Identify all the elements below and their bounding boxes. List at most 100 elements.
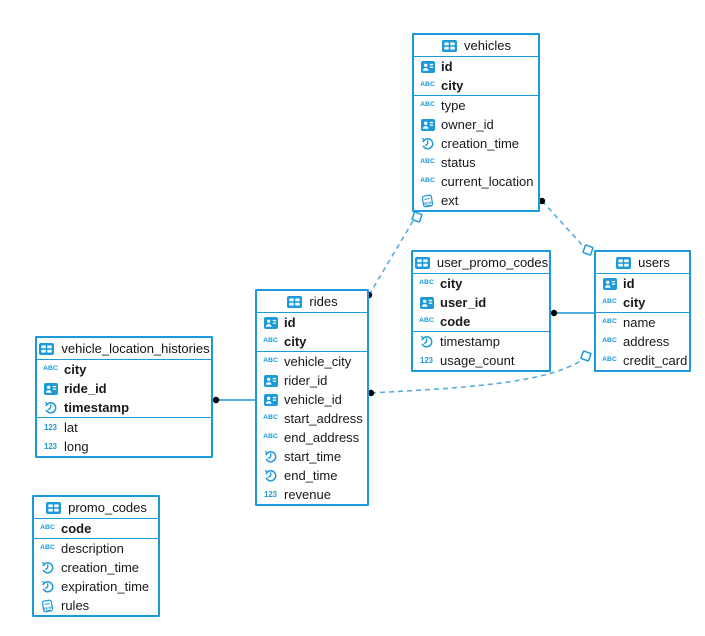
relation-user_promo_codes-to-users — [550, 309, 595, 317]
column-row-start_time[interactable]: start_time — [257, 447, 367, 466]
abc-text-icon: ABC — [602, 356, 617, 364]
json-icon: JSON — [419, 194, 436, 208]
column-row-creation_time[interactable]: creation_time — [414, 134, 538, 153]
123-number-icon: 123 — [43, 441, 57, 451]
column-row-creation_time[interactable]: creation_time — [34, 558, 158, 577]
abc-text-icon: ABC — [420, 177, 435, 185]
relation-many-side-dot — [550, 309, 558, 317]
column-name: code — [440, 314, 471, 329]
clock-icon — [39, 561, 56, 574]
clock-icon — [419, 137, 436, 150]
table-title: rides — [309, 294, 338, 309]
table-header[interactable]: rides — [257, 291, 367, 312]
abc-text-icon: ABC — [43, 365, 58, 373]
column-name: name — [623, 315, 656, 330]
column-name: creation_time — [61, 560, 140, 575]
column-name: lat — [64, 420, 78, 435]
column-name: id — [623, 276, 635, 291]
svg-text:JSON: JSON — [422, 200, 433, 206]
table-header[interactable]: vehicles — [414, 35, 538, 56]
column-name: owner_id — [441, 117, 494, 132]
table-header[interactable]: user_promo_codes — [413, 252, 549, 273]
column-row-ride_id[interactable]: ride_id — [37, 379, 211, 398]
column-name: city — [441, 78, 464, 93]
column-row-timestamp[interactable]: timestamp — [37, 398, 211, 417]
relation-many-side-dot — [212, 396, 220, 404]
table-header[interactable]: users — [596, 252, 689, 273]
column-name: end_address — [284, 430, 360, 445]
clock-icon — [39, 580, 56, 593]
abc-text-icon: ABC — [263, 433, 278, 441]
relation-one-side-marker — [411, 211, 423, 223]
column-name: long — [64, 439, 89, 454]
column-row-id[interactable]: id — [257, 313, 367, 332]
table-title: vehicles — [464, 38, 511, 53]
table-grid-icon — [441, 39, 458, 52]
json-icon: JSON — [39, 599, 56, 613]
column-name: id — [284, 315, 296, 330]
column-row-user_id[interactable]: user_id — [413, 293, 549, 312]
abc-text-icon: ABC — [420, 158, 435, 166]
table-grid-icon — [45, 501, 62, 514]
relation-one-side-marker — [582, 244, 594, 256]
table-grid-icon — [414, 256, 431, 269]
column-name: id — [441, 59, 453, 74]
column-row-owner_id[interactable]: owner_id — [414, 115, 538, 134]
column-row-expiration_time[interactable]: expiration_time — [34, 577, 158, 596]
column-row-vehicle_id[interactable]: vehicle_id — [257, 390, 367, 409]
abc-text-icon: ABC — [419, 317, 434, 325]
column-row-end_address[interactable]: ABC end_address — [257, 428, 367, 447]
column-row-long[interactable]: 123 long — [37, 437, 211, 456]
table-header[interactable]: promo_codes — [34, 497, 158, 518]
column-row-rider_id[interactable]: rider_id — [257, 371, 367, 390]
column-name: description — [61, 541, 124, 556]
column-row-end_time[interactable]: end_time — [257, 466, 367, 485]
column-row-id[interactable]: id — [596, 274, 689, 293]
column-name: city — [623, 295, 646, 310]
column-row-timestamp[interactable]: timestamp — [413, 332, 549, 351]
id-badge-icon — [262, 393, 279, 406]
abc-text-icon: ABC — [263, 337, 278, 345]
column-row-id[interactable]: id — [414, 57, 538, 76]
id-badge-icon — [601, 277, 618, 290]
column-name: start_time — [284, 449, 342, 464]
column-row-code[interactable]: ABC code — [413, 312, 549, 331]
abc-text-icon: ABC — [263, 357, 278, 365]
table-header[interactable]: vehicle_location_histories — [37, 338, 211, 359]
abc-text-icon: ABC — [40, 524, 55, 532]
relation-vehicle_location_histories-to-rides — [212, 396, 256, 404]
